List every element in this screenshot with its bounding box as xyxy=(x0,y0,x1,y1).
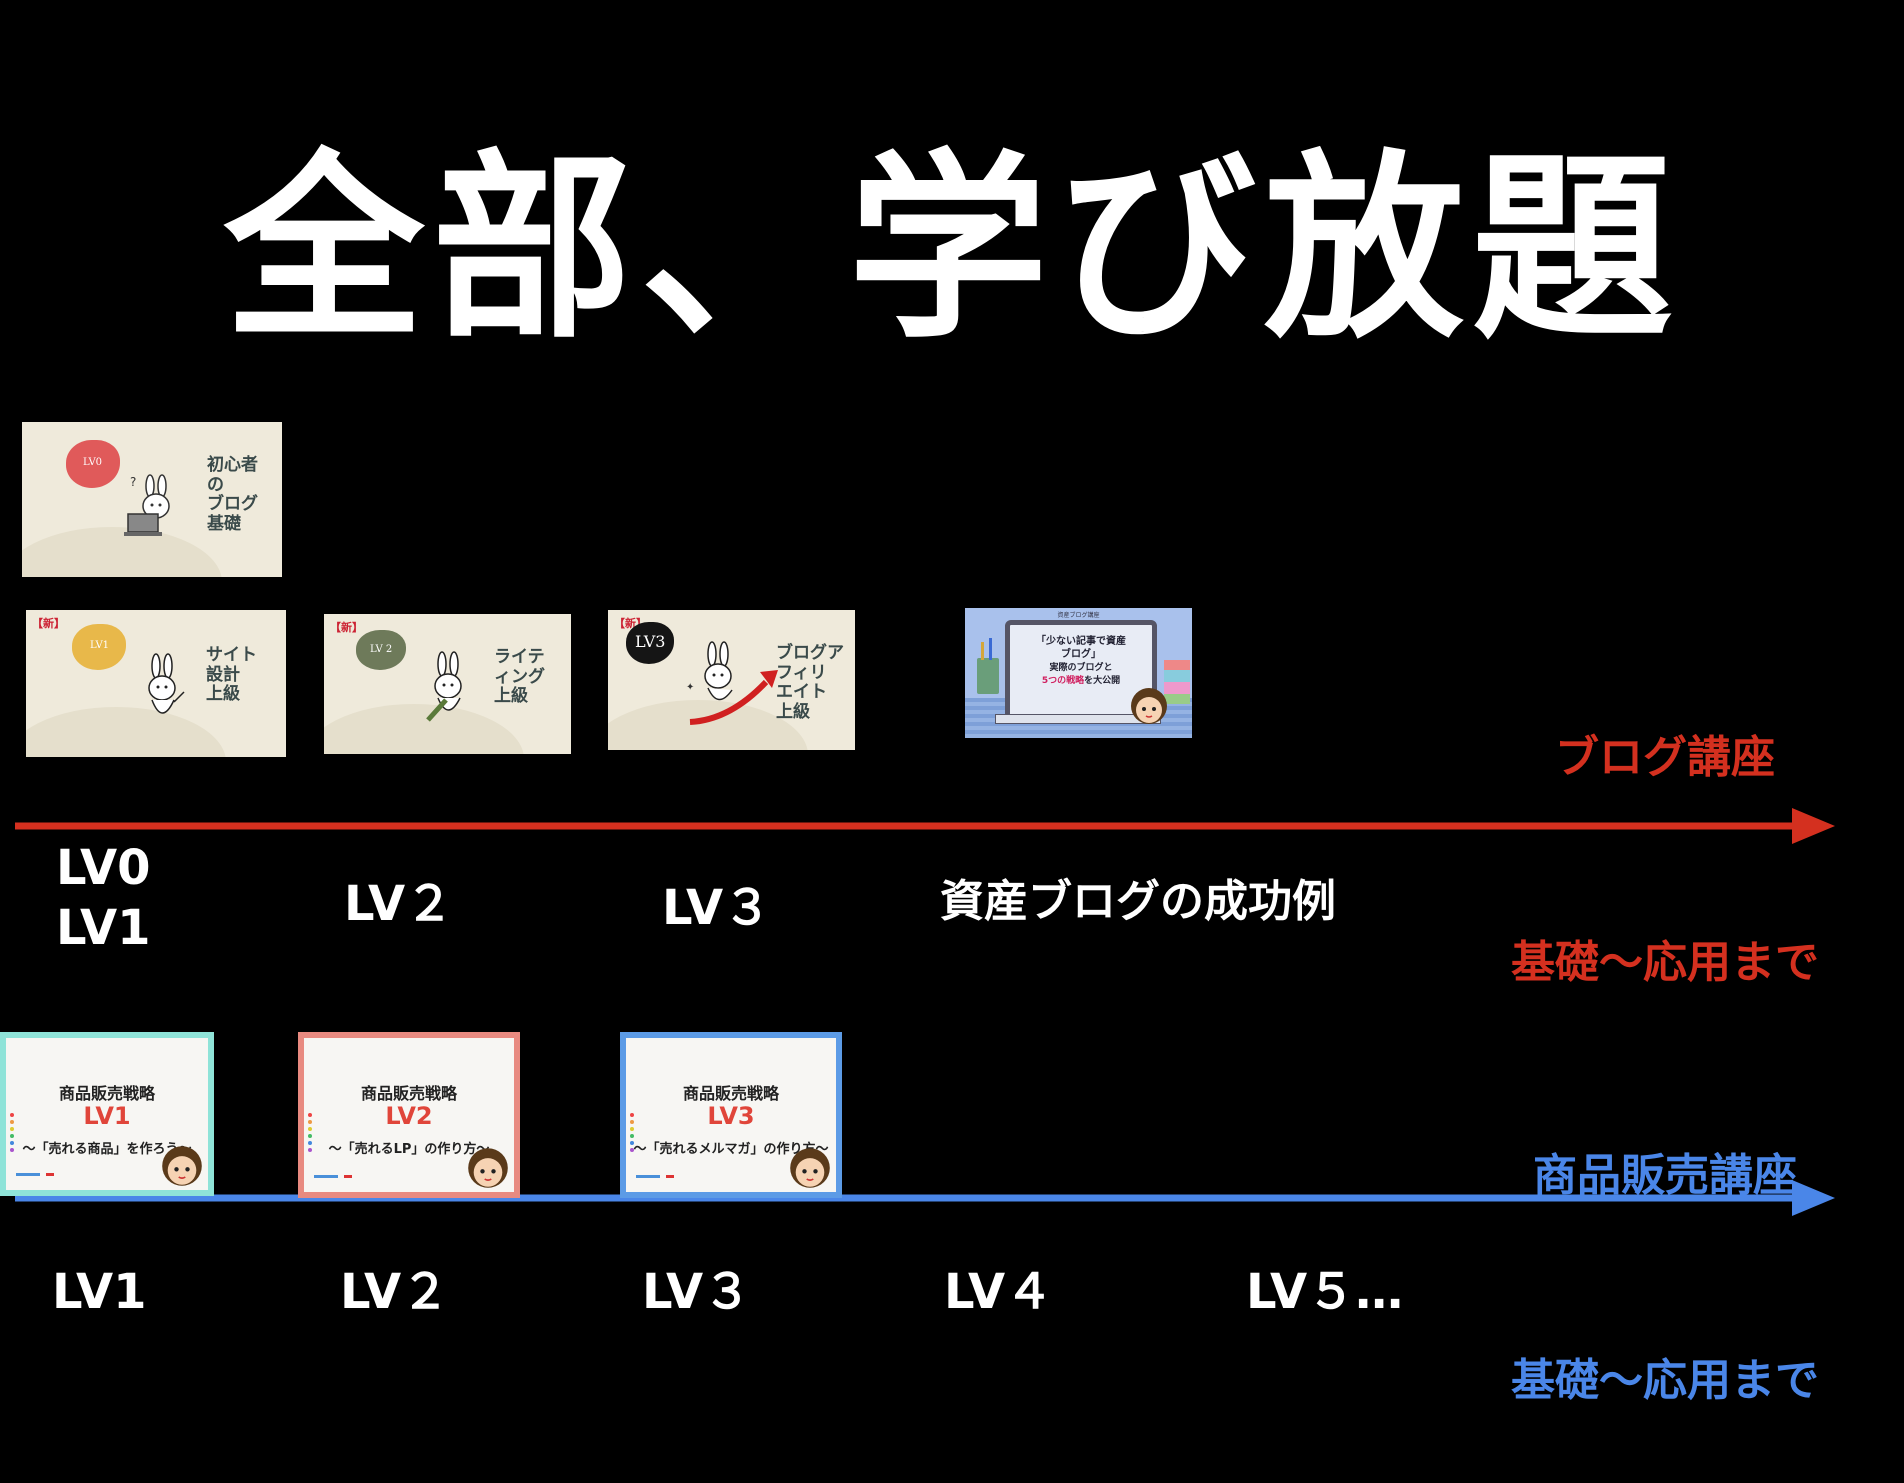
blog-thumb-lv1[interactable]: 【新】 LV1 サイト 設計 上級 xyxy=(26,610,286,757)
lv-badge-blob xyxy=(356,630,406,670)
blog-thumb-success[interactable]: 資産ブログ講座 「少ない記事で資産 ブログ」 実際のブログと 5つの戦略を大公開 xyxy=(965,608,1192,738)
pen-cup-icon xyxy=(977,658,999,694)
sales-card-lv2[interactable]: 商品販売戦略 LV2 〜「売れるLP」の作り方〜 xyxy=(298,1032,520,1198)
blog-course-label-line2: 基礎〜応用まで xyxy=(1511,936,1819,988)
blog-thumb-lv0[interactable]: LV0 ? 初心者 の ブログ 基礎 xyxy=(22,422,282,577)
thumb-text-4a: 5つの戦略 xyxy=(1041,676,1085,686)
progress-bar xyxy=(344,1175,352,1178)
thumb-wave xyxy=(26,707,226,757)
blog-course-arrow xyxy=(15,808,1835,844)
lv-badge-text: LV 2 xyxy=(370,644,393,655)
sales-course-label: 商品販売講座 基礎〜応用まで xyxy=(1490,1006,1840,1483)
thumb-title: ブログア フィリ エイト 上級 xyxy=(776,643,844,722)
progress-bar xyxy=(636,1175,660,1178)
lv-badge-text: LV1 xyxy=(90,640,110,651)
color-dots xyxy=(630,1113,634,1155)
progress-bar xyxy=(46,1173,54,1176)
thumb-text-2: ブログ」 xyxy=(1061,649,1101,660)
thumb-text-4b: を大公開 xyxy=(1084,676,1121,686)
new-tag: 【新】 xyxy=(32,617,65,630)
sales-card-lv3[interactable]: 商品販売戦略 LV3 〜「売れるメルマガ」の作り方〜 xyxy=(620,1032,842,1198)
blog-course-label-line1: ブログ講座 xyxy=(1555,732,1775,784)
sales-level-lv1: LV1 xyxy=(52,1264,147,1320)
sales-level-lv3: LV３ xyxy=(642,1264,752,1320)
card-subtitle: 〜「売れるLP」の作り方〜 xyxy=(328,1142,490,1157)
pencil-icon xyxy=(989,638,992,660)
avatar xyxy=(1131,688,1167,724)
card-heading: 商品販売戦略 xyxy=(360,1084,457,1103)
blog-level-lv0-lv1: LV0 LV1 xyxy=(56,840,151,956)
color-dots xyxy=(308,1113,312,1155)
lv-badge-blob xyxy=(66,440,120,488)
card-heading: 商品販売戦略 xyxy=(682,1084,779,1103)
sales-level-lv5: LV５… xyxy=(1246,1264,1404,1320)
svg-text:?: ? xyxy=(130,475,136,489)
thumb-text-3: 実際のブログと xyxy=(1049,663,1113,673)
sales-course-arrow xyxy=(15,1180,1835,1216)
thumb-title: ライテ ィング 上級 xyxy=(494,647,545,707)
avatar xyxy=(790,1148,830,1188)
avatar xyxy=(162,1146,202,1186)
sales-course-label-line1: 商品販売講座 xyxy=(1533,1150,1797,1202)
page-title: 全部、学び放題 xyxy=(223,133,1680,366)
pencil-icon xyxy=(981,642,984,660)
svg-text:✦: ✦ xyxy=(686,682,694,693)
rabbit-pen-icon xyxy=(426,651,462,722)
thumb-text-1: 「少ない記事で資産 xyxy=(1036,636,1126,647)
progress-bar xyxy=(314,1175,338,1178)
lv-badge-blob xyxy=(626,622,674,664)
blog-thumb-lv3[interactable]: 【新】 LV3 ✦ ブログア フィリ エイト 上級 xyxy=(608,610,855,750)
sales-card-lv1[interactable]: 商品販売戦略 LV1 〜「売れる商品」を作ろう〜 xyxy=(0,1032,214,1196)
progress-bar xyxy=(666,1175,674,1178)
color-dots xyxy=(10,1113,14,1155)
new-tag: 【新】 xyxy=(330,621,363,634)
sales-level-lv2: LV２ xyxy=(340,1264,450,1320)
progress-bar xyxy=(16,1173,40,1176)
card-subtitle: 〜「売れる商品」を作ろう〜 xyxy=(22,1142,192,1157)
rabbit-wave-icon xyxy=(148,653,185,714)
card-level: LV2 xyxy=(385,1102,433,1130)
lv-badge-text: LV0 xyxy=(83,457,103,468)
card-level: LV3 xyxy=(707,1102,755,1130)
avatar xyxy=(468,1148,508,1188)
lv-badge-text: LV3 xyxy=(635,632,666,651)
rabbit-laptop-icon: ? xyxy=(124,474,170,536)
thumb-title: 初心者 の ブログ 基礎 xyxy=(207,455,258,534)
blog-level-lv3: LV３ xyxy=(662,880,772,936)
lv-badge-blob xyxy=(72,624,126,670)
thumb-text-4: 5つの戦略を大公開 xyxy=(1005,673,1157,686)
rabbit-growth-arrow-icon: ✦ xyxy=(686,641,778,725)
sales-level-lv4: LV４ xyxy=(944,1264,1054,1320)
thumb-title: サイト 設計 上級 xyxy=(206,645,257,705)
blog-thumb-lv2[interactable]: 【新】 LV 2 ライテ ィング 上級 xyxy=(324,614,571,754)
blog-course-label: ブログ講座 基礎〜応用まで xyxy=(1490,588,1840,1065)
blog-level-lv2: LV２ xyxy=(344,876,454,932)
sales-course-label-line2: 基礎〜応用まで xyxy=(1511,1354,1819,1406)
card-level: LV1 xyxy=(83,1102,131,1130)
books-icon xyxy=(1164,660,1190,704)
card-heading: 商品販売戦略 xyxy=(58,1084,155,1103)
blog-level-success: 資産ブログの成功例 xyxy=(940,876,1336,927)
thumb-top-text: 資産ブログ講座 xyxy=(1057,612,1100,619)
card-subtitle: 〜「売れるメルマガ」の作り方〜 xyxy=(633,1142,829,1157)
